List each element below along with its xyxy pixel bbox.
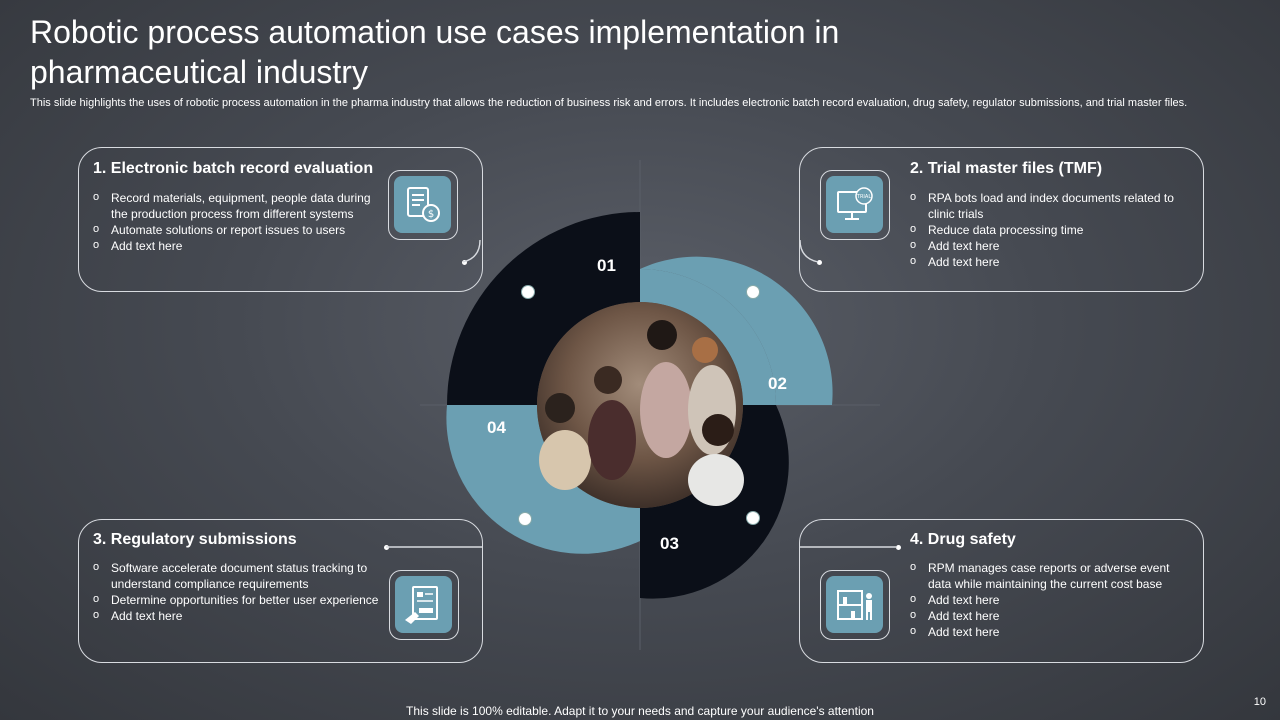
icon-box: TRIAL bbox=[820, 170, 890, 240]
bullet-item: Add text here bbox=[93, 607, 388, 624]
lab-worker-icon bbox=[837, 590, 872, 620]
bullet-item: Add text here bbox=[910, 623, 1195, 640]
bullet-item: Add text here bbox=[910, 237, 1190, 254]
bullet-item: Record materials, equipment, people data… bbox=[93, 189, 373, 222]
card-electronic-batch-record: 1. Electronic batch record evaluation Re… bbox=[78, 147, 483, 292]
connector-dot-3 bbox=[518, 512, 532, 526]
bullet-item: Reduce data processing time bbox=[910, 221, 1190, 238]
page-number: 10 bbox=[1253, 696, 1266, 708]
footer-note: This slide is 100% editable. Adapt it to… bbox=[406, 704, 874, 718]
bullet-item: Add text here bbox=[93, 237, 373, 254]
card-drug-safety: 4. Drug safety RPM manages case reports … bbox=[799, 519, 1204, 663]
monitor-trial-icon: TRIAL bbox=[837, 187, 873, 220]
bullet-item: Software accelerate document status trac… bbox=[93, 559, 388, 592]
document-dollar-icon: $ bbox=[407, 187, 440, 222]
connector-dot-4 bbox=[746, 511, 760, 525]
bullet-item: Determine opportunities for better user … bbox=[93, 591, 388, 608]
bullet-list: RPM manages case reports or adverse even… bbox=[910, 559, 1195, 640]
connector-dot-2 bbox=[746, 285, 760, 299]
card-heading: 1. Electronic batch record evaluation bbox=[93, 160, 374, 177]
number-02: 02 bbox=[768, 374, 787, 393]
bullet-item: RPM manages case reports or adverse even… bbox=[910, 559, 1195, 592]
svg-text:TRIAL: TRIAL bbox=[856, 194, 871, 200]
svg-text:$: $ bbox=[428, 209, 434, 220]
number-01: 01 bbox=[597, 256, 616, 275]
card-trial-master-files: 2. Trial master files (TMF) RPA bots loa… bbox=[799, 147, 1204, 292]
slide-title: Robotic process automation use cases imp… bbox=[30, 14, 840, 90]
icon-box bbox=[389, 570, 459, 640]
bullet-list: RPA bots load and index documents relate… bbox=[910, 189, 1190, 270]
bullet-list: Record materials, equipment, people data… bbox=[93, 189, 373, 254]
card-heading: 3. Regulatory submissions bbox=[93, 531, 297, 548]
bullet-list: Software accelerate document status trac… bbox=[93, 559, 388, 624]
connector-dot-1 bbox=[521, 285, 535, 299]
bullet-item: Add text here bbox=[910, 607, 1195, 624]
bullet-item: Add text here bbox=[910, 253, 1190, 270]
bullet-item: Add text here bbox=[910, 591, 1195, 608]
number-04: 04 bbox=[487, 418, 506, 437]
slide-subtitle: This slide highlights the uses of roboti… bbox=[30, 97, 1188, 109]
card-regulatory-submissions: 3. Regulatory submissions Software accel… bbox=[78, 519, 483, 663]
icon-box bbox=[820, 570, 890, 640]
bullet-item: RPA bots load and index documents relate… bbox=[910, 189, 1190, 222]
icon-box: $ bbox=[388, 170, 458, 240]
bullet-item: Automate solutions or report issues to u… bbox=[93, 221, 373, 238]
number-03: 03 bbox=[660, 534, 679, 553]
card-heading: 2. Trial master files (TMF) bbox=[910, 160, 1103, 177]
card-heading: 4. Drug safety bbox=[910, 531, 1016, 548]
submit-document-icon bbox=[405, 586, 438, 624]
